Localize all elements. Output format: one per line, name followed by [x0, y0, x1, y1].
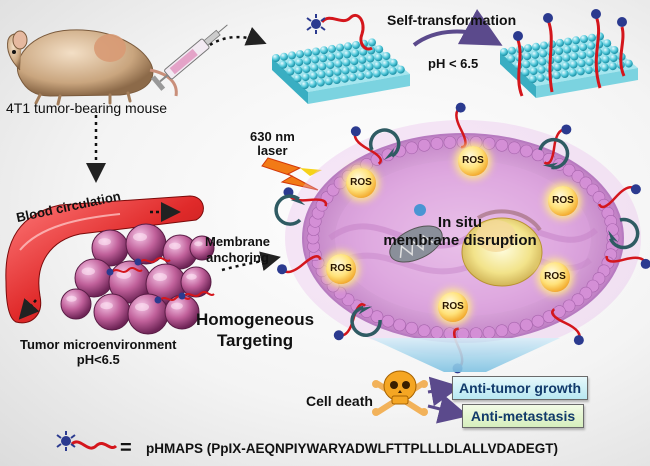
skull-crossbones-icon [372, 370, 428, 416]
peptide-free [306, 13, 373, 51]
flow-arrow-syringe [209, 27, 267, 47]
tumor-cell-cluster [60, 223, 215, 335]
nucleus-icon [461, 209, 543, 287]
homogeneous-line1: Homogeneous [196, 310, 315, 329]
self-transformation-label: Self-transformation [387, 12, 517, 28]
peptide-anchored [277, 102, 650, 374]
tumor-microenvironment-label: Tumor microenvironment pH<6.5 [20, 337, 177, 367]
tumor-ph-line: pH<6.5 [76, 352, 120, 367]
membrane-bilayer-left [272, 38, 410, 104]
syringe-icon [151, 24, 228, 91]
anti-metastasis-box: Anti-metastasis [462, 404, 584, 428]
self-transformation-arrow [412, 9, 503, 47]
membrane-anchoring-line2: anchoring [206, 250, 269, 265]
homogeneous-line2: Targeting [216, 331, 294, 350]
membrane-disruption-label: In situ membrane disruption [360, 214, 560, 250]
outcome-arrow-growth [427, 376, 461, 407]
mitochondrion-icon [389, 225, 443, 263]
laser-label: 630 nm laser [250, 130, 295, 158]
membrane-disruption-line1: In situ [437, 214, 483, 231]
outcome-arrow-metastasis [427, 394, 469, 424]
legend-label: pHMAPS (PpIX-AEQNPIYWARYADWLFTTPLLLDLALL… [146, 441, 558, 456]
anti-tumor-growth-box: Anti-tumor growth [452, 376, 588, 400]
cell-death-label: Cell death [306, 393, 373, 409]
membrane-anchoring-label: Membrane anchoring [205, 234, 270, 266]
ros-burst: ROS [548, 186, 578, 216]
flow-arrow-anchoring [221, 251, 281, 272]
ros-burst: ROS [458, 146, 488, 176]
ros-burst: ROS [326, 254, 356, 284]
ros-burst: ROS [540, 262, 570, 292]
peptide-inserted [513, 9, 627, 97]
membrane-anchoring-line1: Membrane [205, 234, 271, 249]
lightning-icon [261, 157, 322, 191]
mouse-icon [7, 29, 178, 106]
rotation-arrows [274, 128, 640, 337]
laser-word: laser [257, 143, 288, 158]
laser-wavelength: 630 nm [250, 129, 295, 144]
membrane-disruption-line2: membrane disruption [383, 232, 537, 249]
ros-burst: ROS [438, 292, 468, 322]
blood-vessel [5, 195, 204, 324]
funnel-arrow [370, 338, 560, 372]
legend-equals: = [120, 437, 132, 459]
tumor-microenvironment-line1: Tumor microenvironment [20, 337, 177, 352]
legend-peptide-glyph [56, 431, 118, 451]
ros-burst: ROS [346, 168, 376, 198]
mouse-label: 4T1 tumor-bearing mouse [6, 100, 168, 116]
ph-condition-label: pH < 6.5 [428, 56, 479, 71]
homogeneous-targeting-label: Homogeneous Targeting [196, 309, 314, 351]
